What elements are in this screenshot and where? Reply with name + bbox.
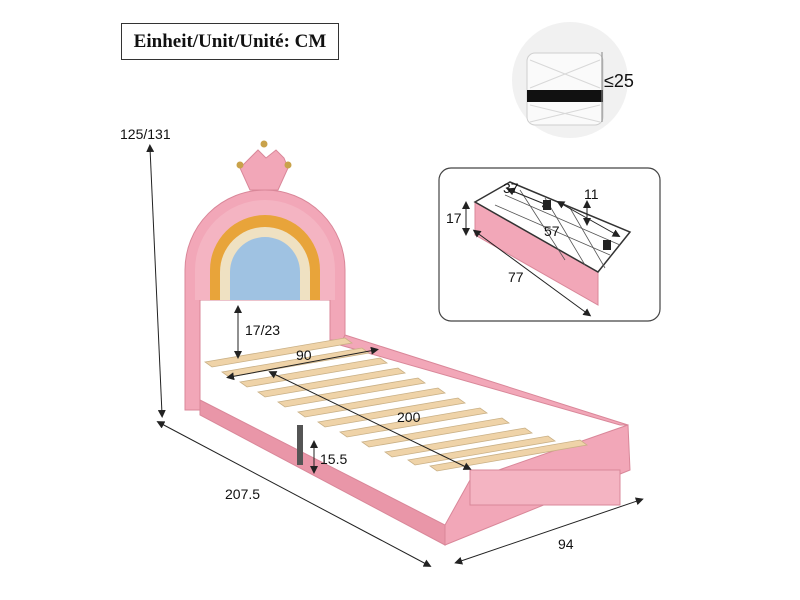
drawer-depth-label: 37 — [503, 180, 519, 196]
total-width-label: 94 — [558, 536, 574, 552]
drawer-width-label: 57 — [544, 223, 560, 239]
mattress-thumbnail — [512, 22, 628, 138]
unit-label: Einheit/Unit/Unité: CM — [121, 23, 339, 60]
mattress-thickness-label: ≤25 — [604, 71, 634, 91]
ground-clearance-label: 15.5 — [320, 451, 348, 467]
center-support-leg — [297, 425, 303, 465]
headboard-height-label: 125/131 — [120, 126, 171, 142]
drawer-length-label: 77 — [508, 269, 524, 285]
headboard — [184, 140, 346, 411]
total-length-label: 207.5 — [225, 486, 261, 502]
headboard-gap-label: 17/23 — [245, 322, 281, 338]
slat-width-label: 90 — [296, 347, 312, 363]
slat-length-label: 200 — [397, 409, 421, 425]
drawer-front-height-label: 17 — [446, 210, 462, 226]
drawer-inner-height-label: 11 — [584, 186, 599, 202]
